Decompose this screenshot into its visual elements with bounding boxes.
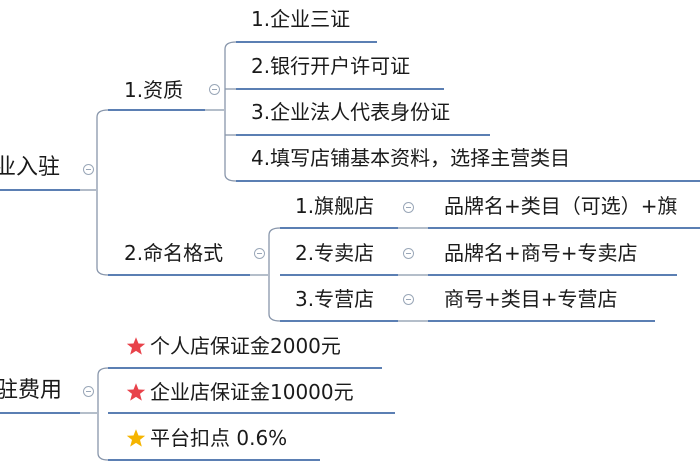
- collapse-icon[interactable]: [83, 386, 94, 397]
- node-qualification[interactable]: 1.资质: [124, 78, 184, 102]
- collapse-icon[interactable]: [403, 248, 414, 259]
- collapse-icon[interactable]: [83, 164, 94, 175]
- node-naming-format[interactable]: 2.命名格式: [124, 241, 224, 265]
- node-fee-item[interactable]: 个人店保证金2000元: [126, 334, 341, 358]
- node-store-type[interactable]: 1.旗舰店: [295, 194, 375, 218]
- node-store-type[interactable]: 2.专卖店: [295, 241, 375, 265]
- fee-label: 个人店保证金2000元: [150, 334, 341, 358]
- fee-label: 企业店保证金10000元: [150, 380, 354, 404]
- node-qualification-item[interactable]: 3.企业法人代表身份证: [251, 100, 451, 124]
- fee-label: 平台扣点 0.6%: [150, 426, 288, 450]
- root-node-entry[interactable]: 业入驻: [0, 155, 61, 180]
- node-qualification-item[interactable]: 1.企业三证: [251, 7, 351, 31]
- node-store-naming-rule[interactable]: 商号+类目+专营店: [444, 287, 618, 311]
- collapse-icon[interactable]: [209, 84, 220, 95]
- root-node-fees[interactable]: 驻费用: [0, 378, 63, 403]
- collapse-icon[interactable]: [254, 248, 265, 259]
- node-store-naming-rule[interactable]: 品牌名+商号+专卖店: [444, 241, 638, 265]
- red-star-icon: [126, 383, 146, 401]
- node-store-naming-rule[interactable]: 品牌名+类目（可选）+旗: [444, 194, 678, 218]
- node-fee-item[interactable]: 企业店保证金10000元: [126, 380, 354, 404]
- yellow-star-icon: [126, 429, 146, 447]
- node-store-type[interactable]: 3.专营店: [295, 287, 375, 311]
- node-fee-item[interactable]: 平台扣点 0.6%: [126, 426, 287, 450]
- red-star-icon: [126, 337, 146, 355]
- collapse-icon[interactable]: [403, 202, 414, 213]
- collapse-icon[interactable]: [403, 294, 414, 305]
- node-qualification-item[interactable]: 2.银行开户许可证: [251, 54, 411, 78]
- node-qualification-item[interactable]: 4.填写店铺基本资料，选择主营类目: [251, 146, 571, 170]
